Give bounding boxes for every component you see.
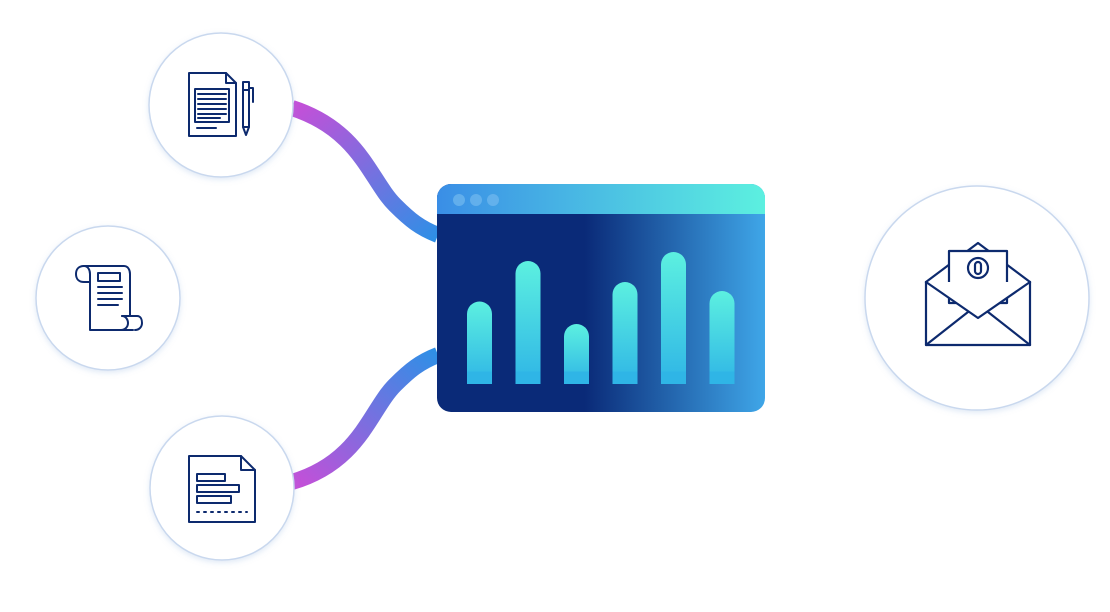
dashboard-bar <box>612 282 638 384</box>
dashboard-bar <box>709 291 735 384</box>
window-control-dot <box>453 194 465 206</box>
node-envelope[interactable] <box>864 185 1090 411</box>
window-control-dot <box>470 194 482 206</box>
dashboard-bar <box>515 261 541 384</box>
dashboard-bar <box>661 252 686 384</box>
dashboard-bar-base <box>515 371 541 384</box>
dashboard-bars <box>467 252 735 384</box>
window-titlebar <box>437 184 765 214</box>
dashboard-bar <box>467 301 492 384</box>
dashboard-bar-base <box>709 371 735 384</box>
report-document-icon <box>188 455 256 523</box>
dashboard-bar-base <box>661 371 686 384</box>
connector-top <box>289 100 442 243</box>
node-document-pen[interactable] <box>148 32 294 178</box>
node-scroll[interactable] <box>35 225 181 371</box>
dashboard-bar-base <box>612 371 638 384</box>
dashboard-bar-base <box>564 371 589 384</box>
dashboard-bar-base <box>467 371 492 384</box>
dashboard-bar <box>564 324 589 384</box>
dashboard-window <box>437 184 765 412</box>
connector-bottom <box>289 347 442 490</box>
document-pen-icon <box>188 72 254 137</box>
envelope-letter-icon <box>924 241 1032 347</box>
scroll-icon <box>75 265 143 331</box>
window-control-dot <box>487 194 499 206</box>
node-report-document[interactable] <box>149 415 295 561</box>
